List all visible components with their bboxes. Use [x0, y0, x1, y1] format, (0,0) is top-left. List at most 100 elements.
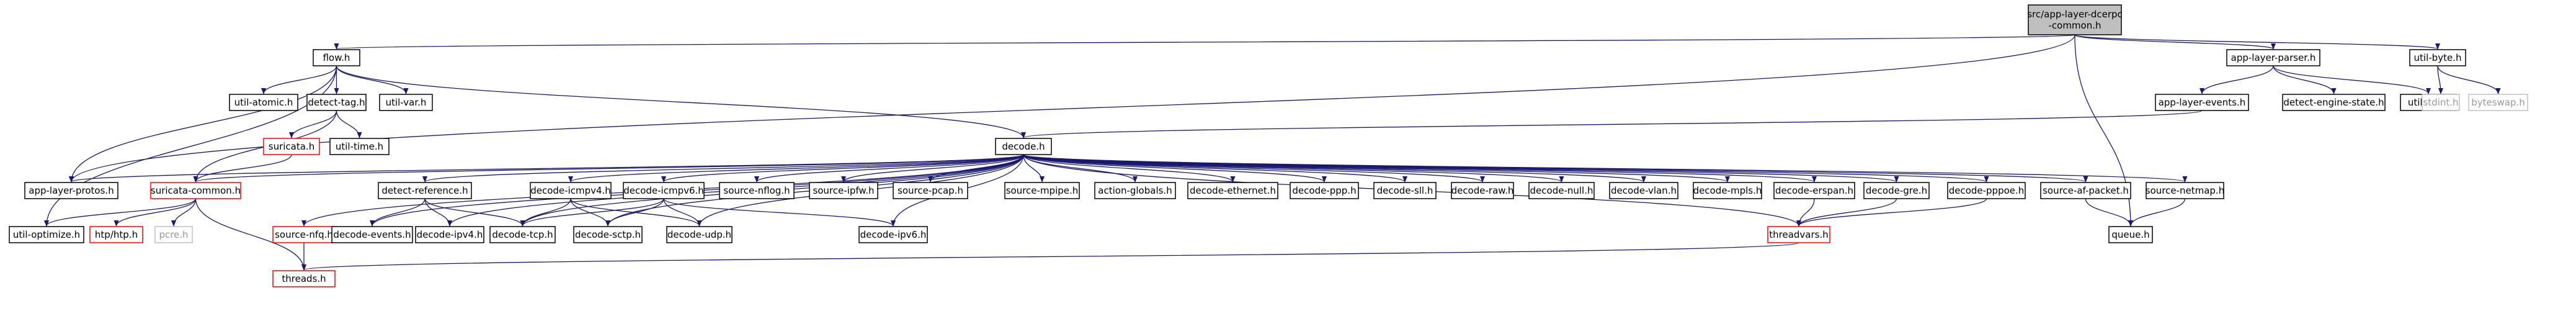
node-htp[interactable]: htp/htp.h	[89, 226, 143, 243]
node-box	[415, 226, 484, 243]
node-srcnetmap[interactable]: source-netmap.h	[2146, 182, 2224, 199]
node-label: pcre.h	[159, 229, 188, 240]
node-utilvar[interactable]: util-var.h	[379, 94, 433, 111]
node-decpppoe[interactable]: decode-pppoe.h	[1947, 182, 2026, 199]
edge-decode-to-decraw	[1023, 154, 1485, 183]
node-decppp[interactable]: decode-ppp.h	[1290, 182, 1359, 199]
node-decgre[interactable]: decode-gre.h	[1863, 182, 1930, 199]
edge-detectlog-to-suricata	[289, 110, 337, 138]
node-detref[interactable]: detect-reference.h	[378, 182, 472, 199]
node-utiloptimize[interactable]: util-optimize.h	[9, 226, 84, 243]
edge-flow-to-utilvar	[336, 65, 409, 94]
node-decnull[interactable]: decode-null.h	[1528, 182, 1595, 199]
edge-decode-to-decgre	[1023, 154, 1899, 183]
node-box	[229, 94, 298, 111]
node-srcnflog[interactable]: source-nflog.h	[719, 182, 795, 199]
node-detectlog[interactable]: detect-tag.h	[306, 94, 367, 111]
node-label: util-time.h	[336, 141, 383, 152]
node-deceth[interactable]: decode-ethernet.h	[1187, 182, 1278, 199]
node-utilatomic[interactable]: util-atomic.h	[229, 94, 298, 111]
node-box	[1767, 226, 1830, 243]
node-decudp[interactable]: decode-udp.h	[666, 226, 733, 243]
node-box	[893, 182, 968, 199]
node-actglobals[interactable]: action-globals.h	[1094, 182, 1176, 199]
node-alevents[interactable]: app-layer-events.h	[2155, 94, 2249, 111]
node-box	[331, 226, 413, 243]
edge-decode-to-suricommon	[194, 154, 1024, 183]
node-decraw[interactable]: decode-raw.h	[1451, 182, 1514, 199]
node-srcafpacket[interactable]: source-af-packet.h	[2040, 182, 2131, 199]
node-threadvars[interactable]: threadvars.h	[1767, 226, 1830, 243]
node-box	[1609, 182, 1678, 199]
node-utiltime[interactable]: util-time.h	[329, 138, 390, 155]
node-threads[interactable]: threads.h	[272, 270, 336, 287]
node-box	[2040, 182, 2131, 199]
edge-decode-to-srcnflog	[754, 154, 1024, 183]
edge-decode-to-srcipfw	[841, 154, 1024, 183]
node-flow[interactable]: flow.h	[313, 49, 360, 66]
node-box	[666, 226, 733, 243]
node-label: decode-erspan.h	[1775, 185, 1853, 196]
node-label: util-atomic.h	[234, 97, 293, 108]
node-decsll[interactable]: decode-sll.h	[1373, 182, 1437, 199]
node-suricata[interactable]: suricata.h	[263, 138, 320, 155]
node-dectcp[interactable]: decode-tcp.h	[489, 226, 556, 243]
node-decvlan[interactable]: decode-vlan.h	[1609, 182, 1678, 199]
edge-decode-to-decsll	[1023, 154, 1407, 183]
node-suricommon[interactable]: suricata-common.h	[150, 182, 241, 199]
node-decipv6[interactable]: decode-ipv6.h	[858, 226, 928, 243]
node-box	[2155, 94, 2249, 111]
node-box	[329, 138, 390, 155]
node-box	[1094, 182, 1176, 199]
node-decerspan[interactable]: decode-erspan.h	[1773, 182, 1855, 199]
node-box	[2422, 94, 2460, 111]
edge-root-to-utilbyte	[2074, 34, 2440, 50]
node-box	[1004, 182, 1080, 199]
node-label: byteswap.h	[2471, 97, 2525, 108]
node-label: decode-sctp.h	[575, 229, 641, 240]
node-icmpv4[interactable]: decode-icmpv4.h	[530, 182, 612, 199]
node-decevents[interactable]: decode-events.h	[331, 226, 413, 243]
node-decode[interactable]: decode.h	[995, 138, 1052, 155]
node-decmpls[interactable]: decode-mpls.h	[1693, 182, 1762, 199]
node-srcmpipe[interactable]: source-mpipe.h	[1004, 182, 1080, 199]
edge-srcnetmap-to-queue	[2128, 198, 2186, 227]
node-label: action-globals.h	[1098, 185, 1172, 196]
node-decsctp[interactable]: decode-sctp.h	[573, 226, 643, 243]
node-alprotos[interactable]: app-layer-protos.h	[24, 182, 118, 199]
node-queue[interactable]: queue.h	[2108, 226, 2153, 243]
node-box	[2108, 226, 2153, 243]
edge-decode-to-detref	[422, 154, 1024, 183]
node-decipv4[interactable]: decode-ipv4.h	[415, 226, 484, 243]
node-alparser[interactable]: app-layer-parser.h	[2226, 49, 2320, 66]
node-box	[489, 226, 556, 243]
edge-decode-to-srcmpipe	[1023, 154, 1045, 183]
node-box	[2409, 49, 2466, 66]
node-utilbyte[interactable]: util-byte.h	[2409, 49, 2466, 66]
node-box	[1773, 182, 1855, 199]
edge-decode-to-srcnetmap	[1023, 154, 2187, 183]
node-label: decode-ppp.h	[1292, 185, 1356, 196]
node-box	[1863, 182, 1930, 199]
node-label: decode-vlan.h	[1611, 185, 1677, 196]
node-srcnfq[interactable]: source-nfq.h	[272, 226, 336, 243]
node-box	[1947, 182, 2026, 199]
node-label: app-layer-protos.h	[29, 185, 114, 196]
node-srcipfw[interactable]: source-ipfw.h	[809, 182, 878, 199]
node-box	[1187, 182, 1278, 199]
node-srcpcap[interactable]: source-pcap.h	[893, 182, 968, 199]
node-box	[150, 182, 241, 199]
node-box	[1451, 182, 1514, 199]
node-box	[89, 226, 143, 243]
node-box	[272, 226, 336, 243]
node-box	[1290, 182, 1359, 199]
node-box	[154, 226, 193, 243]
node-label: app-layer-events.h	[2159, 97, 2246, 108]
edge-utilbyte-to-stdint	[2437, 65, 2443, 94]
node-icmpv6[interactable]: decode-icmpv6.h	[623, 182, 705, 199]
node-label: source-nflog.h	[723, 185, 790, 196]
node-detengine[interactable]: detect-engine-state.h	[2282, 94, 2386, 111]
edge-detref-to-dectcp	[424, 198, 525, 227]
node-box	[378, 182, 472, 199]
node-label: suricata-common.h	[151, 185, 241, 196]
